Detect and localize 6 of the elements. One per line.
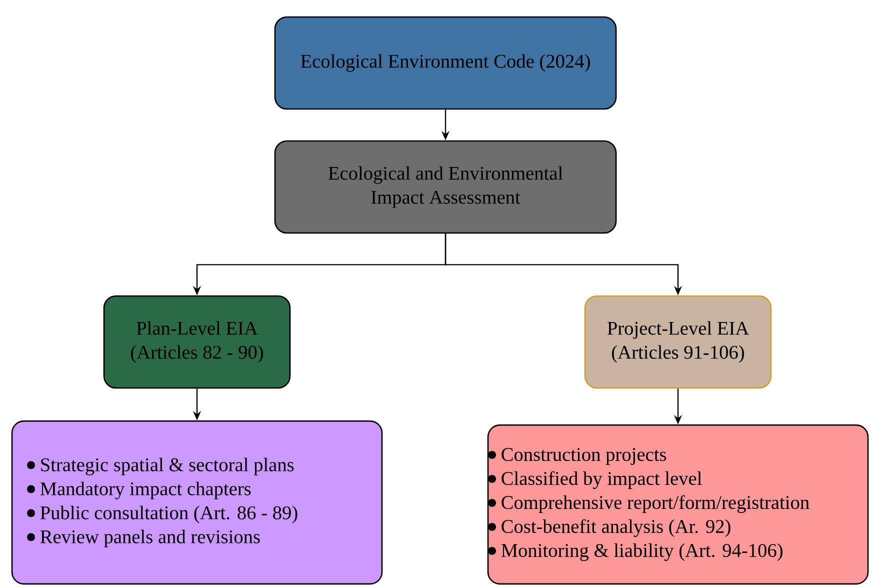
list-box: Strategic spatial & sectoral plans Mandatory impact chapters Public consultation (Art. 86 - 89) Review panels and revisions — [11, 420, 383, 585]
process-box: Plan-Level EIA (Articles 82 - 90) — [103, 295, 291, 389]
process-box: Ecological and Environmental Impact Assessment — [274, 140, 617, 234]
list-box: Construction projects Classified by impact level Comprehensive report/form/registration Cost-benefit analysis (Ar. 92) Monitoring & liability (Art. 94-106) — [487, 424, 869, 585]
process-box: Ecological Environment Code (2024) — [274, 16, 617, 110]
process-box: Project-Level EIA (Articles 91-106) — [584, 295, 772, 389]
